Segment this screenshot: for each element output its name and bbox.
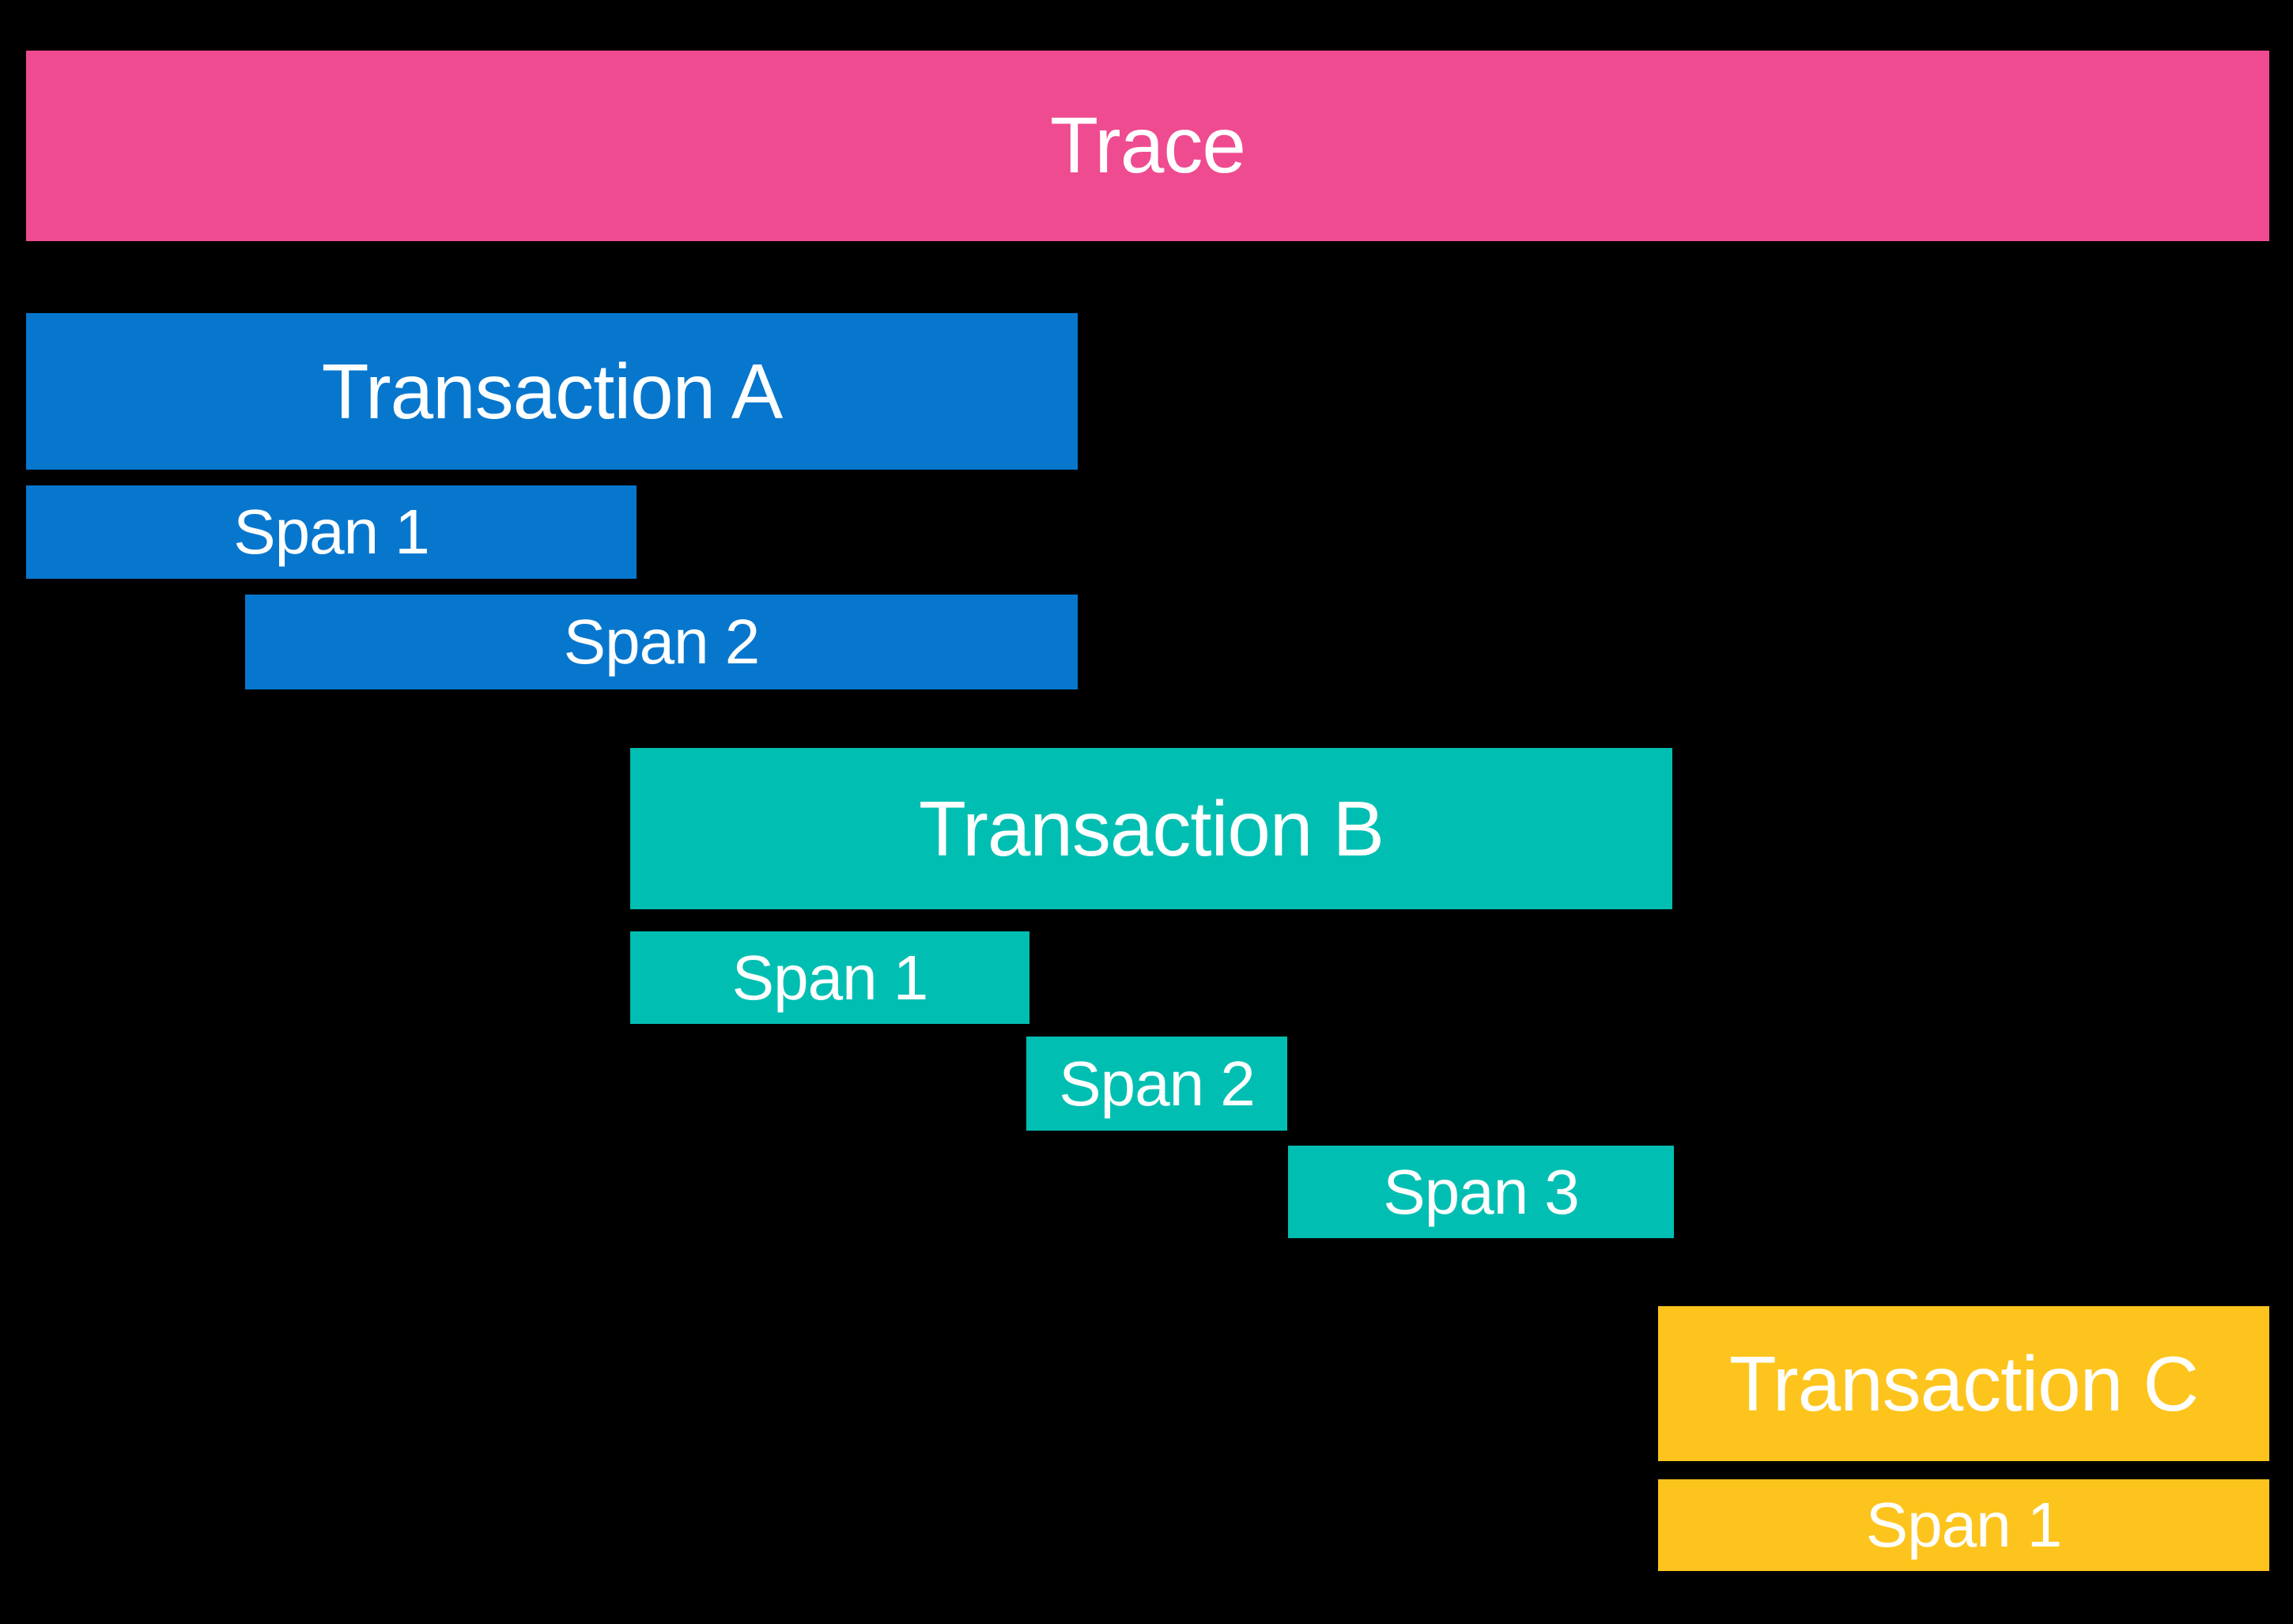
transaction-a-span-1-bar: Span 1 bbox=[26, 485, 637, 579]
transaction-b-span-3-bar-label: Span 3 bbox=[1383, 1156, 1580, 1227]
trace-bar-label: Trace bbox=[1050, 101, 1246, 190]
transaction-a-span-1-bar-label: Span 1 bbox=[233, 497, 430, 567]
transaction-a-span-2-bar-label: Span 2 bbox=[563, 606, 761, 677]
transaction-a-bar-label: Transaction A bbox=[321, 347, 784, 435]
transaction-a-bar: Transaction A bbox=[26, 313, 1078, 470]
transaction-a-span-2-bar: Span 2 bbox=[245, 595, 1078, 689]
transaction-b-span-3-bar: Span 3 bbox=[1288, 1146, 1674, 1238]
transaction-c-span-1-bar-label: Span 1 bbox=[1865, 1490, 2063, 1560]
transaction-c-span-1-bar: Span 1 bbox=[1658, 1479, 2269, 1571]
transaction-b-bar: Transaction B bbox=[630, 748, 1672, 909]
transaction-b-span-1-bar: Span 1 bbox=[630, 931, 1029, 1024]
trace-bar: Trace bbox=[26, 51, 2269, 241]
transaction-b-span-2-bar: Span 2 bbox=[1026, 1037, 1287, 1131]
transaction-b-span-2-bar-label: Span 2 bbox=[1059, 1048, 1256, 1119]
transaction-c-bar-label: Transaction C bbox=[1728, 1339, 2199, 1427]
transaction-b-span-1-bar-label: Span 1 bbox=[731, 942, 929, 1013]
transaction-c-bar: Transaction C bbox=[1658, 1306, 2269, 1461]
transaction-b-bar-label: Transaction B bbox=[919, 784, 1384, 872]
